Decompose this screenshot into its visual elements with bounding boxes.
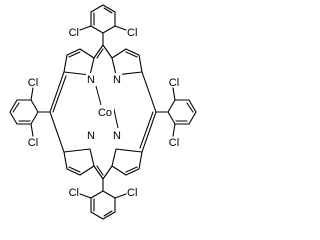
atom-label-nitrogen-bottom-left: N <box>87 130 95 142</box>
cobalt-porphyrin-structure: N N N N Co Cl Cl Cl Cl Cl Cl Cl Cl <box>9 4 197 220</box>
atom-label-nitrogen-top-left: N <box>87 74 95 86</box>
aryl-ring-bottom <box>79 178 127 220</box>
atom-label-chlorine-bottom-right: Cl <box>127 187 137 199</box>
aryl-ring-top <box>79 4 127 46</box>
atom-label-chlorine-right-bottom: Cl <box>169 137 179 149</box>
atom-label-chlorine-bottom-left: Cl <box>69 187 79 199</box>
atom-label-chlorine-left-top: Cl <box>28 77 38 89</box>
atom-label-nitrogen-top-right: N <box>113 74 121 86</box>
aryl-ring-right <box>155 87 197 137</box>
atom-label-chlorine-top-right: Cl <box>127 27 137 39</box>
atom-label-nitrogen-bottom-right: N <box>113 130 121 142</box>
atom-label-chlorine-left-bottom: Cl <box>28 137 38 149</box>
atom-label-chlorine-right-top: Cl <box>169 77 179 89</box>
atom-label-cobalt: Co <box>98 107 112 119</box>
aryl-ring-left <box>9 87 51 137</box>
atom-label-chlorine-top-left: Cl <box>69 27 79 39</box>
